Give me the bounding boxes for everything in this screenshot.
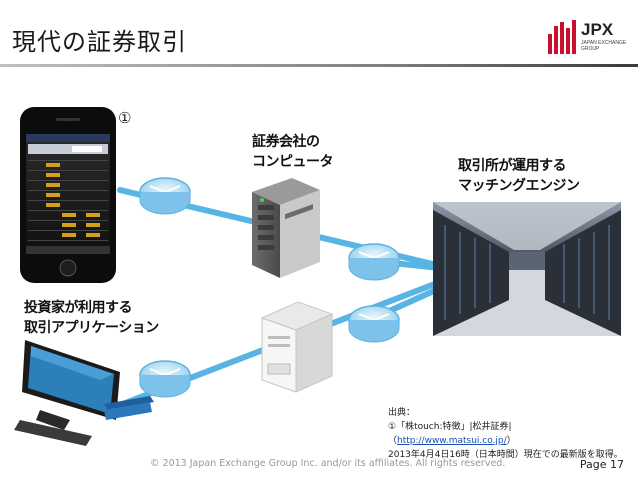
- desktop-pc-icon: [14, 340, 154, 446]
- source-link[interactable]: http://www.matsui.co.jp/: [397, 436, 507, 446]
- source-heading: 出典：: [388, 406, 638, 420]
- source-marker: ①: [118, 109, 131, 127]
- source-note: 出典： ①「株touch:特徴」|松井証券|（http://www.matsui…: [388, 406, 638, 462]
- securities-company-label: 証券会社の コンピュータ: [252, 132, 333, 172]
- smartphone-icon: [20, 107, 116, 283]
- router-icon: [349, 306, 399, 342]
- securities-company-label-line2: コンピュータ: [252, 152, 333, 172]
- router-icon: [140, 361, 190, 397]
- securities-company-label-line1: 証券会社の: [252, 132, 333, 152]
- copyright-text: © 2013 Japan Exchange Group Inc. and/or …: [150, 458, 505, 469]
- matching-engine-label: 取引所が運用する マッチングエンジン: [458, 156, 580, 196]
- matching-engine-label-line2: マッチングエンジン: [458, 176, 580, 196]
- investor-app-label-line2: 取引アプリケーション: [24, 318, 159, 338]
- investor-app-label: 投資家が利用する 取引アプリケーション: [24, 298, 159, 338]
- source-line1: ①「株touch:特徴」|松井証券|（http://www.matsui.co.…: [388, 420, 638, 448]
- investor-app-label-line1: 投資家が利用する: [24, 298, 159, 318]
- data-center-photo: [433, 202, 621, 336]
- page-number: Page 17: [580, 458, 624, 471]
- server-white-icon: [262, 302, 332, 392]
- server-tower-icon: [252, 178, 320, 278]
- source-line1-suffix: ）: [507, 436, 516, 446]
- slide-footer: © 2013 Japan Exchange Group Inc. and/or …: [0, 456, 638, 479]
- matching-engine-label-line1: 取引所が運用する: [458, 156, 580, 176]
- router-icon: [349, 244, 399, 280]
- router-icon: [140, 178, 190, 214]
